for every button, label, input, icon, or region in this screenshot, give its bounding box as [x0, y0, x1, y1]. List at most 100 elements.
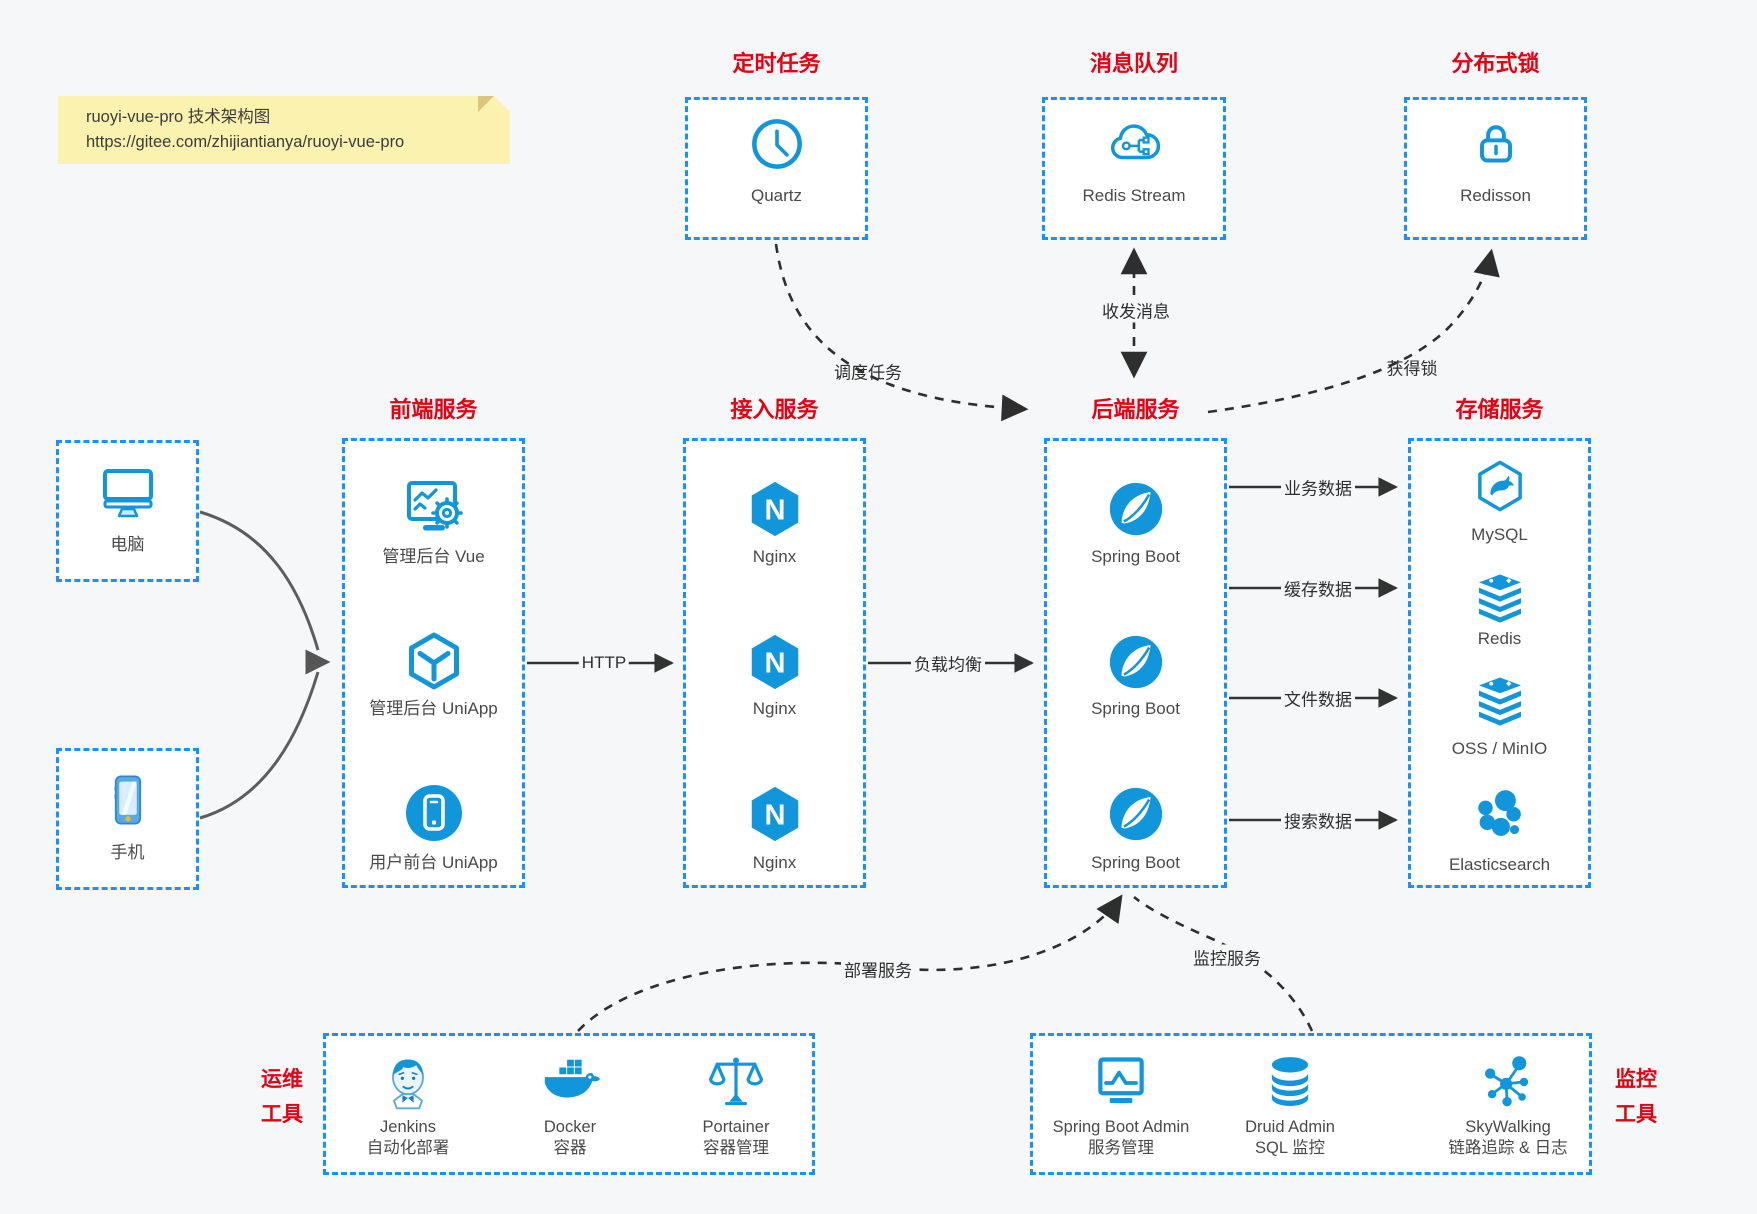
redisson-label: Redisson — [1460, 186, 1531, 205]
druid-item: Druid Admin SQL 监控 — [1215, 1036, 1365, 1159]
portainer-item: Portainer 容器管理 — [661, 1036, 811, 1159]
admin-uniapp-label: 管理后台 UniApp — [369, 699, 498, 718]
quartz-item — [688, 115, 865, 173]
spring-boot-label: Spring Boot — [1091, 547, 1180, 566]
admin-vue-icon — [406, 481, 463, 531]
box-phone: 手机 — [56, 748, 199, 890]
title-scheduler: 定时任务 — [732, 51, 821, 76]
box-frontend: 管理后台 Vue 管理后台 UniApp 用户前台 UniApp — [342, 438, 525, 888]
druid-label: Druid Admin — [1245, 1118, 1335, 1136]
redis-stream-item — [1045, 113, 1223, 171]
skywalking-label: SkyWalking — [1465, 1118, 1551, 1136]
mysql-icon — [1477, 460, 1522, 512]
edge-label-load-balance: 负载均衡 — [911, 650, 985, 676]
box-storage: MySQL Redis — [1408, 438, 1591, 888]
druid-database-icon — [1271, 1057, 1309, 1107]
redis-label: Redis — [1477, 629, 1522, 648]
ops-side-label: 运维 工具 — [261, 1068, 303, 1126]
title-mq: 消息队列 — [1089, 51, 1178, 76]
spring-boot-label: Spring Boot — [1091, 699, 1180, 718]
edge-label-file-data: 文件数据 — [1281, 685, 1355, 711]
dashed-arrows — [577, 243, 1500, 1032]
svg-text:N: N — [764, 495, 785, 527]
phone-label: 手机 — [110, 843, 145, 862]
nginx-icon: N — [751, 634, 798, 690]
redisson-item — [1407, 114, 1584, 172]
user-uniapp-icon — [405, 785, 462, 841]
nginx-label: Nginx — [752, 853, 797, 872]
jenkins-desc: 自动化部署 — [366, 1139, 450, 1157]
box-scheduler: Quartz — [685, 97, 868, 240]
computer-item — [59, 465, 196, 521]
spring-boot-label: Spring Boot — [1091, 853, 1180, 872]
monitor-arrow — [1133, 895, 1314, 1032]
docker-label: Docker — [543, 1118, 597, 1136]
portainer-desc: 容器管理 — [703, 1139, 769, 1157]
nginx-icon: N — [751, 481, 798, 537]
druid-desc: SQL 监控 — [1255, 1139, 1325, 1157]
docker-desc: 容器 — [553, 1139, 587, 1157]
user-uniapp-label: 用户前台 UniApp — [369, 853, 498, 872]
elasticsearch-icon — [1477, 790, 1521, 836]
acquire-lock-arrow — [1207, 248, 1500, 414]
elasticsearch-label: Elasticsearch — [1448, 855, 1551, 874]
edge-label-http: HTTP — [578, 653, 630, 673]
admin-uniapp-item — [345, 629, 522, 693]
smartphone-icon — [114, 775, 141, 825]
title-frontend: 前端服务 — [389, 397, 478, 422]
sba-item: Spring Boot Admin 服务管理 — [1041, 1036, 1201, 1159]
jenkins-label: Jenkins — [380, 1118, 436, 1136]
box-monitoring: Spring Boot Admin 服务管理 Druid Admin SQL 监… — [1030, 1033, 1592, 1175]
skywalking-item: SkyWalking 链路追踪 & 日志 — [1423, 1036, 1593, 1159]
mysql-label: MySQL — [1471, 525, 1528, 544]
oss-minio-icon — [1478, 677, 1521, 726]
title-backend: 后端服务 — [1091, 397, 1180, 422]
skywalking-desc: 链路追踪 & 日志 — [1448, 1139, 1568, 1157]
box-lock: Redisson — [1404, 97, 1587, 240]
desktop-icon — [102, 469, 153, 518]
nginx-icon: N — [751, 786, 798, 842]
admin-vue-label: 管理后台 Vue — [382, 547, 485, 566]
client-curves — [199, 510, 331, 820]
svg-text:N: N — [764, 648, 785, 680]
clock-icon — [751, 119, 802, 169]
jenkins-item: Jenkins 自动化部署 — [333, 1036, 483, 1159]
spring-boot-icon — [1109, 635, 1162, 689]
sticky-note: ruoyi-vue-pro 技术架构图 https://gitee.com/zh… — [58, 96, 510, 164]
box-mq: Redis Stream — [1042, 97, 1226, 240]
spring-boot-admin-icon — [1098, 1057, 1144, 1104]
box-computer: 电脑 — [56, 440, 199, 582]
redis-stream-label: Redis Stream — [1082, 186, 1186, 205]
quartz-label: Quartz — [750, 186, 803, 205]
edge-label-business-data: 业务数据 — [1281, 474, 1355, 500]
svg-text:N: N — [764, 800, 785, 832]
portainer-label: Portainer — [702, 1118, 770, 1136]
note-fold — [494, 96, 510, 112]
edge-label-cache-data: 缓存数据 — [1281, 575, 1355, 601]
monitoring-side-label: 监控 工具 — [1615, 1068, 1657, 1126]
user-uniapp-item — [345, 781, 522, 845]
edge-label-acquire-lock: 获得锁 — [1386, 359, 1438, 379]
phone-item — [59, 771, 196, 829]
sba-label: Spring Boot Admin — [1052, 1118, 1190, 1136]
deploy-arrow — [577, 894, 1123, 1032]
edge-label-monitor: 监控服务 — [1190, 944, 1264, 970]
computer-label: 电脑 — [110, 535, 145, 554]
box-backend: Spring Boot Spring Boot Spring Boot — [1044, 438, 1227, 888]
note-title: ruoyi-vue-pro 技术架构图 — [86, 108, 271, 126]
admin-vue-item — [345, 475, 522, 539]
spring-boot-icon — [1109, 482, 1162, 536]
nginx-label: Nginx — [752, 547, 797, 566]
lock-icon — [1479, 125, 1512, 163]
note-url: https://gitee.com/zhijiantianya/ruoyi-vu… — [86, 133, 405, 151]
jenkins-icon — [392, 1059, 424, 1110]
title-storage: 存储服务 — [1455, 397, 1544, 422]
oss-minio-label: OSS / MinIO — [1451, 739, 1548, 758]
skywalking-icon — [1485, 1056, 1529, 1107]
cloud-stream-icon — [1110, 124, 1161, 160]
edge-label-message: 收发消息 — [1099, 297, 1173, 323]
sba-desc: 服务管理 — [1088, 1139, 1154, 1157]
docker-icon — [544, 1059, 601, 1098]
edge-label-search-data: 搜索数据 — [1281, 807, 1355, 833]
